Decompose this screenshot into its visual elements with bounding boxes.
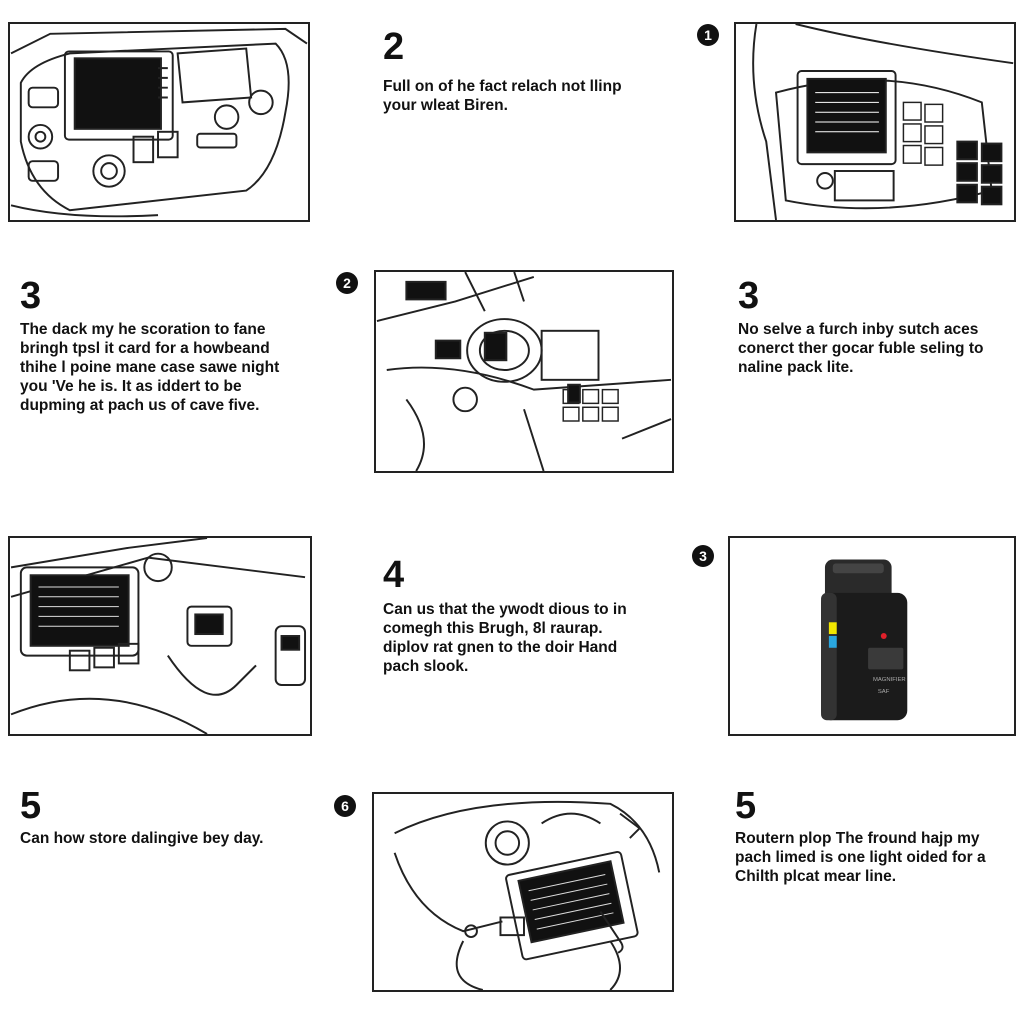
step-description: Can us that the ywodt dious to in comegh… xyxy=(383,600,627,676)
step-text-line: Can us that the ywodt dious to in xyxy=(383,601,627,618)
step-number: 3 xyxy=(20,275,42,317)
step-text-line: Chilth plcat mear line. xyxy=(735,868,897,885)
yellow-indicator xyxy=(828,622,837,635)
illustration-obd-scanner-device-panel: MAGNIFIER SAF xyxy=(728,536,1016,736)
step-text-line: your wleat Biren. xyxy=(383,97,508,114)
step-text-line: Routern plop The fround hajp my xyxy=(735,830,980,847)
step-text-line: comegh this Brugh, 8l raurap. xyxy=(383,620,603,637)
illustration-console-screen-panel xyxy=(734,22,1016,222)
step-description: Routern plop The fround hajp my pach lim… xyxy=(735,829,986,886)
svg-text:MAGNIFIER: MAGNIFIER xyxy=(873,677,906,683)
step-marker: 1 xyxy=(697,24,719,46)
step-text-line: naline pack lite. xyxy=(738,359,854,376)
step-number: 4 xyxy=(383,554,405,596)
illustration-scanner-screen-panel xyxy=(372,792,674,992)
blue-indicator xyxy=(828,636,837,648)
step-description: The dack my he scoration to fane bringh … xyxy=(20,320,279,415)
illustration-obd-port-panel xyxy=(8,536,312,736)
step-text-line: Full on of he fact relach not llinp xyxy=(383,78,622,95)
step-number: 5 xyxy=(20,785,42,827)
step-description: Can how store dalingive bey day. xyxy=(20,829,263,848)
step-description: Full on of he fact relach not llinp your… xyxy=(383,77,622,115)
step-text-line: conerct ther gocar fuble seling to xyxy=(738,340,984,357)
step-marker: 2 xyxy=(336,272,358,294)
step-marker: 6 xyxy=(334,795,356,817)
step-number: 2 xyxy=(383,26,405,68)
step-text-line: pach limed is one light oided for a xyxy=(735,849,986,866)
step-number: 5 xyxy=(735,785,757,827)
step-text-line: bringh tpsl it card for a howbeand xyxy=(20,340,270,357)
step-text-line: you 'Ve he is. It as iddert to be xyxy=(20,378,242,395)
step-number: 3 xyxy=(738,275,760,317)
step-marker: 3 xyxy=(692,545,714,567)
step-text-line: dupming at pach us of cave five. xyxy=(20,397,260,414)
step-text-line: diplov rat gnen to the doir Hand xyxy=(383,639,618,656)
red-led-icon xyxy=(880,633,887,639)
step-text-line: pach slook. xyxy=(383,658,469,675)
scanner-body xyxy=(821,592,908,721)
step-text-line: thihe l poine mane case sawe night xyxy=(20,359,280,376)
step-description: No selve a furch inby sutch aces conerct… xyxy=(738,320,983,377)
step-text-line: The dack my he scoration to fane xyxy=(20,321,266,338)
illustration-dashboard-panel xyxy=(8,22,310,222)
device-label: SAF xyxy=(878,689,890,695)
step-text-line: No selve a furch inby sutch aces xyxy=(738,321,979,338)
step-text-line: Can how store dalingive bey day. xyxy=(20,830,264,847)
illustration-car-interior-panel xyxy=(374,270,674,473)
